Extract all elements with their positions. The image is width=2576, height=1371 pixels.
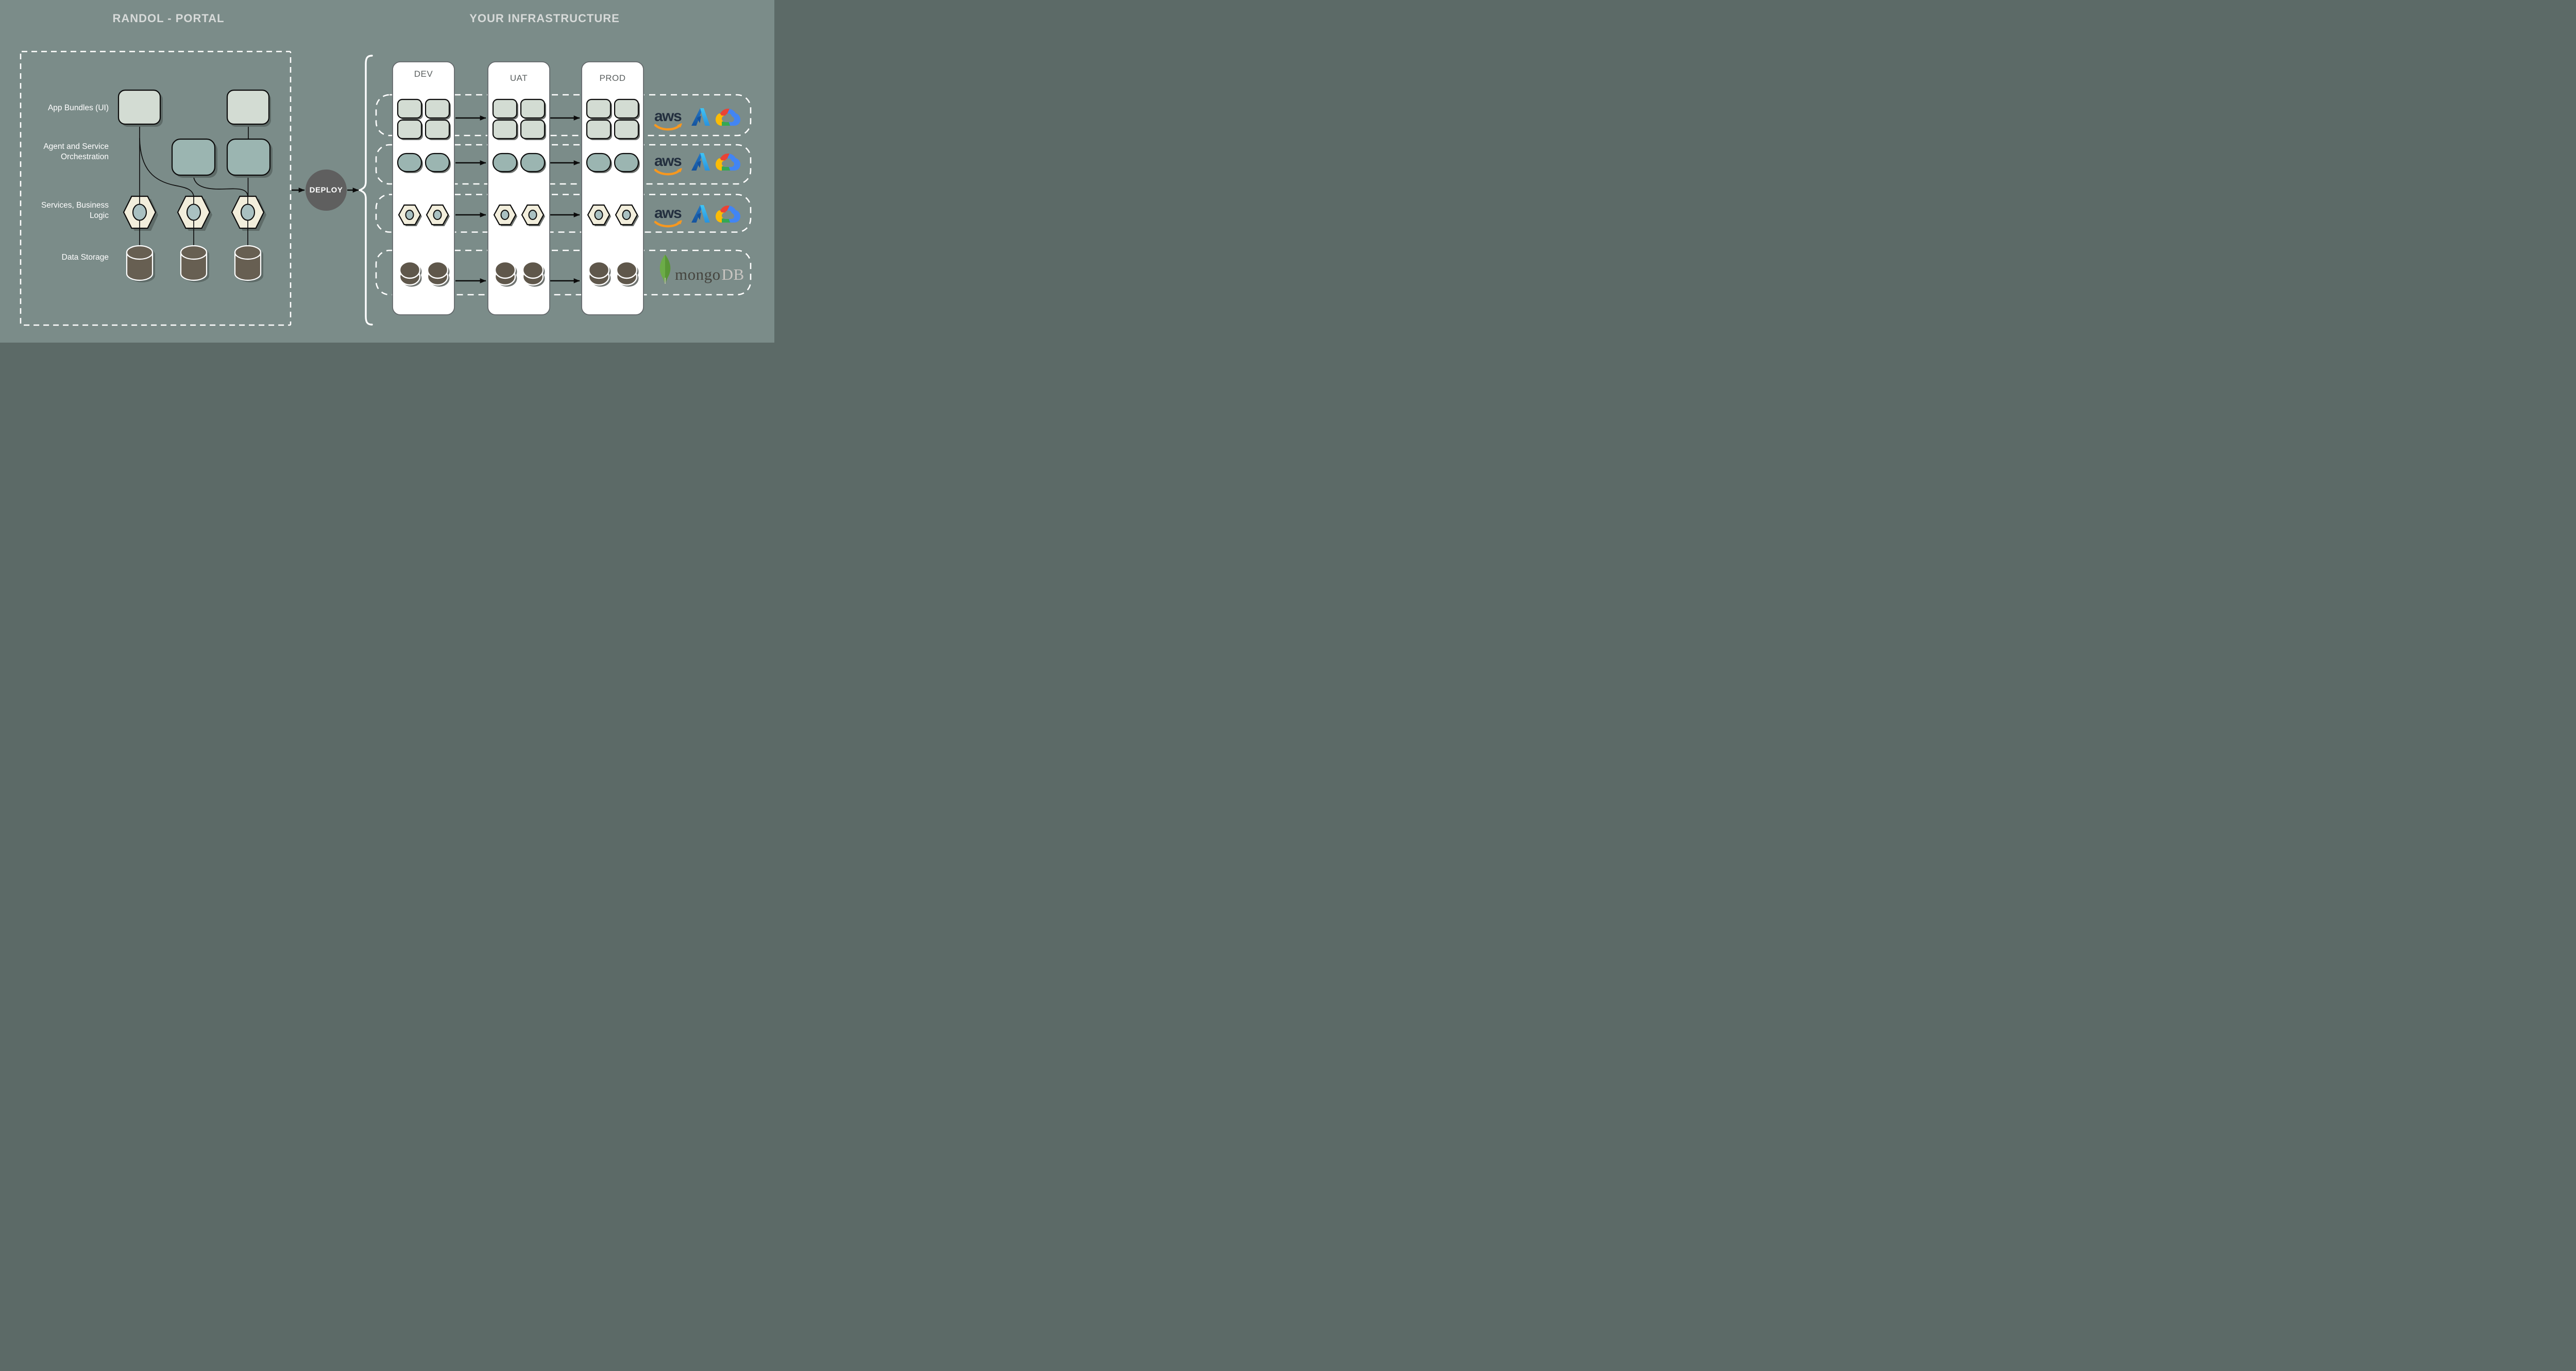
infrastructure-title: YOUR INFRASTRUCTURE xyxy=(469,12,620,25)
google-cloud-logo-icon xyxy=(715,108,741,128)
row-container-data-storage xyxy=(375,249,752,296)
aws-logo-icon: aws xyxy=(654,153,682,170)
row4-provider-logos: mongoDB xyxy=(659,255,744,284)
storage-cylinder xyxy=(126,251,154,281)
row-container-services xyxy=(375,194,752,233)
orchestration-node xyxy=(226,138,271,176)
google-cloud-logo-icon xyxy=(715,205,741,225)
orchestration-node xyxy=(171,138,216,176)
azure-logo-icon xyxy=(691,205,710,223)
storage-cylinder xyxy=(180,251,208,281)
env-label-uat: UAT xyxy=(510,73,528,83)
deploy-label: DEPLOY xyxy=(309,185,343,195)
layer-label-services: Services, Business Logic xyxy=(41,201,109,220)
aws-logo-icon: aws xyxy=(654,108,682,125)
layer-label-data-storage: Data Storage xyxy=(61,253,109,262)
portal-service-hexagons xyxy=(123,195,266,246)
deployment-architecture-diagram: aws aws aws mongoDB RANDOL - PORTAL YOUR… xyxy=(0,0,774,343)
layer-label-orchestration: Agent and Service Orchestration xyxy=(43,142,109,161)
azure-logo-icon xyxy=(691,153,710,171)
portal-connections xyxy=(139,124,249,197)
env-label-dev: DEV xyxy=(414,69,433,79)
mongodb-leaf-icon xyxy=(659,255,671,284)
portal-app-bundle-nodes xyxy=(117,89,271,127)
row2-provider-logos: aws xyxy=(654,153,741,174)
portal-orchestration-nodes xyxy=(171,138,273,178)
row1-provider-logos: aws xyxy=(654,108,741,129)
diagram-graphics: aws aws aws mongoDB xyxy=(20,50,752,326)
app-bundle-node xyxy=(117,89,161,125)
env-label-prod: PROD xyxy=(599,73,626,83)
aws-logo-icon: aws xyxy=(654,205,682,222)
infrastructure-row-containers xyxy=(375,94,752,296)
row-container-orchestration xyxy=(375,144,752,185)
row-container-app-bundles xyxy=(375,94,752,137)
layer-label-app-bundles: App Bundles (UI) xyxy=(47,104,109,112)
mongodb-logo-text: mongoDB xyxy=(675,265,744,283)
portal-storage-cylinders xyxy=(126,245,263,282)
app-bundle-node xyxy=(226,89,270,125)
portal-title: RANDOL - PORTAL xyxy=(112,12,225,25)
row3-provider-logos: aws xyxy=(654,205,741,226)
deploy-circle xyxy=(306,170,347,211)
infrastructure-brace xyxy=(358,55,373,326)
storage-cylinder xyxy=(234,251,262,281)
promotion-arrows xyxy=(455,115,580,283)
azure-logo-icon xyxy=(691,108,710,126)
google-cloud-logo-icon xyxy=(715,153,741,173)
portal-panel xyxy=(20,50,292,326)
